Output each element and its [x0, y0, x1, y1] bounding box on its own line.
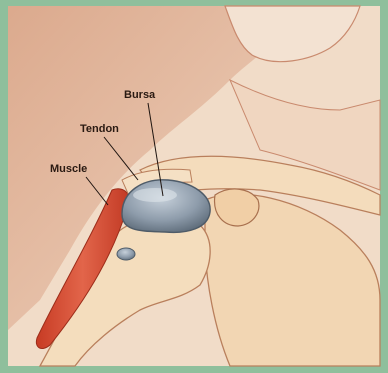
bursa-label: Bursa [124, 89, 155, 101]
small-bursa-shape [117, 248, 135, 260]
tendon-label: Tendon [80, 123, 119, 135]
muscle-label: Muscle [50, 163, 87, 175]
bursa-highlight [133, 188, 177, 202]
